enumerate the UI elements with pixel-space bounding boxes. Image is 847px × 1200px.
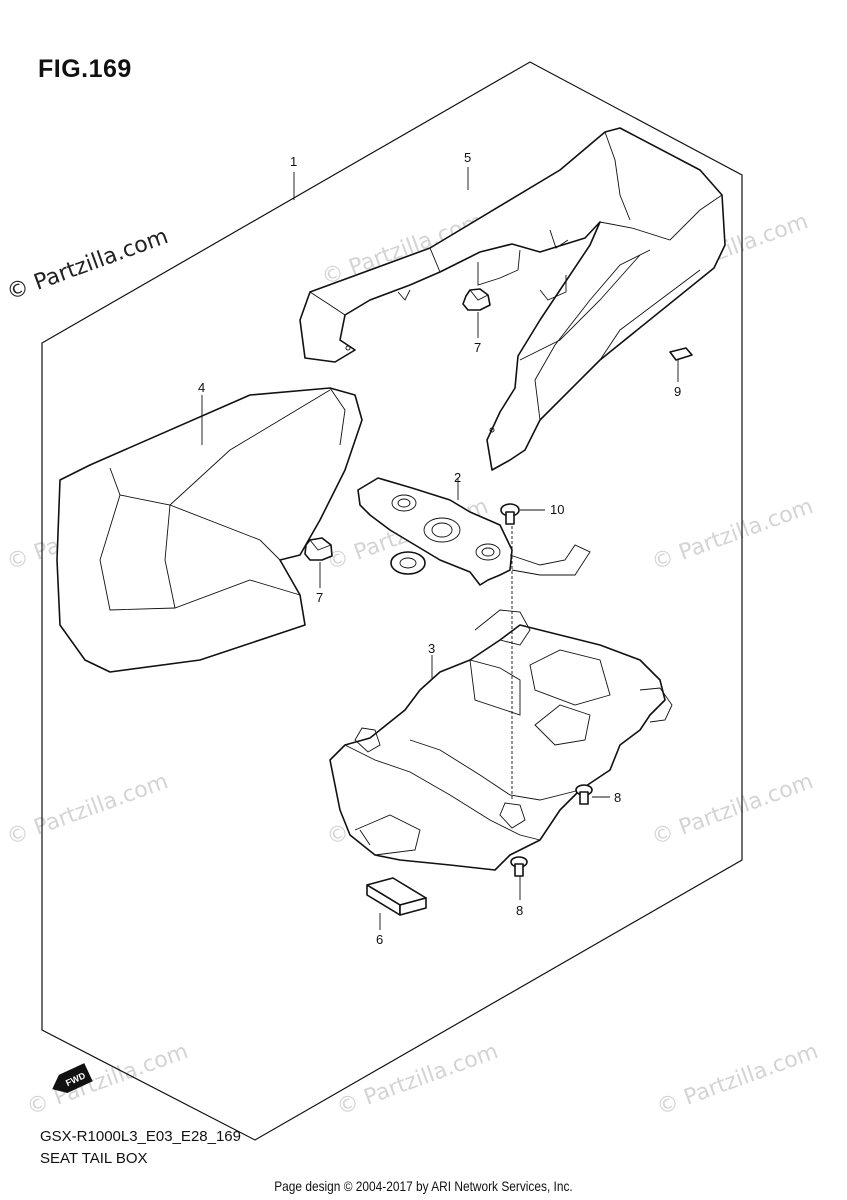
watermark: © Partzilla.com — [649, 769, 817, 851]
callout-10: 10 — [550, 502, 564, 517]
callout-3: 3 — [428, 641, 435, 656]
seat-bracket — [357, 477, 591, 586]
watermark: © Partzilla.com — [654, 1039, 822, 1121]
diagram-caption: SEAT TAIL BOX — [40, 1150, 148, 1167]
clip-upper — [462, 288, 491, 311]
page-credit: Page design © 2004-2017 by ARI Network S… — [274, 1178, 573, 1194]
model-code: GSX-R1000L3_E03_E28_169 — [40, 1128, 241, 1145]
callout-1: 1 — [290, 154, 297, 169]
pad — [669, 347, 693, 361]
callout-6: 6 — [376, 932, 383, 947]
callout-9: 9 — [674, 384, 681, 399]
assembly-outline — [41, 61, 743, 1141]
leader-lines — [201, 167, 679, 930]
callout-2: 2 — [454, 470, 461, 485]
screw — [500, 503, 520, 525]
callout-5: 5 — [464, 150, 471, 165]
clip-lower — [304, 537, 333, 561]
callouts: 1 5 7 9 4 2 10 7 3 8 8 6 — [198, 150, 681, 947]
callout-8a: 8 — [614, 790, 621, 805]
callout-7a: 7 — [474, 340, 481, 355]
seat-cushion — [56, 387, 363, 673]
callout-7b: 7 — [316, 590, 323, 605]
watermark: © Partzilla.com — [24, 1039, 192, 1121]
callout-4: 4 — [198, 380, 205, 395]
bolt-lower — [510, 856, 528, 877]
bolt-upper — [575, 784, 593, 805]
foam-pad — [366, 877, 427, 916]
watermark: © Partzilla.com — [649, 494, 817, 576]
seat-tail-box — [329, 609, 673, 871]
tail-cowl — [299, 127, 726, 471]
fwd-arrow: FWD — [52, 1063, 93, 1094]
callout-8b: 8 — [516, 903, 523, 918]
figure-title: FIG.169 — [38, 55, 132, 83]
watermark: © Partzilla.com — [4, 224, 172, 306]
watermark: © Partzilla.com — [4, 769, 172, 851]
